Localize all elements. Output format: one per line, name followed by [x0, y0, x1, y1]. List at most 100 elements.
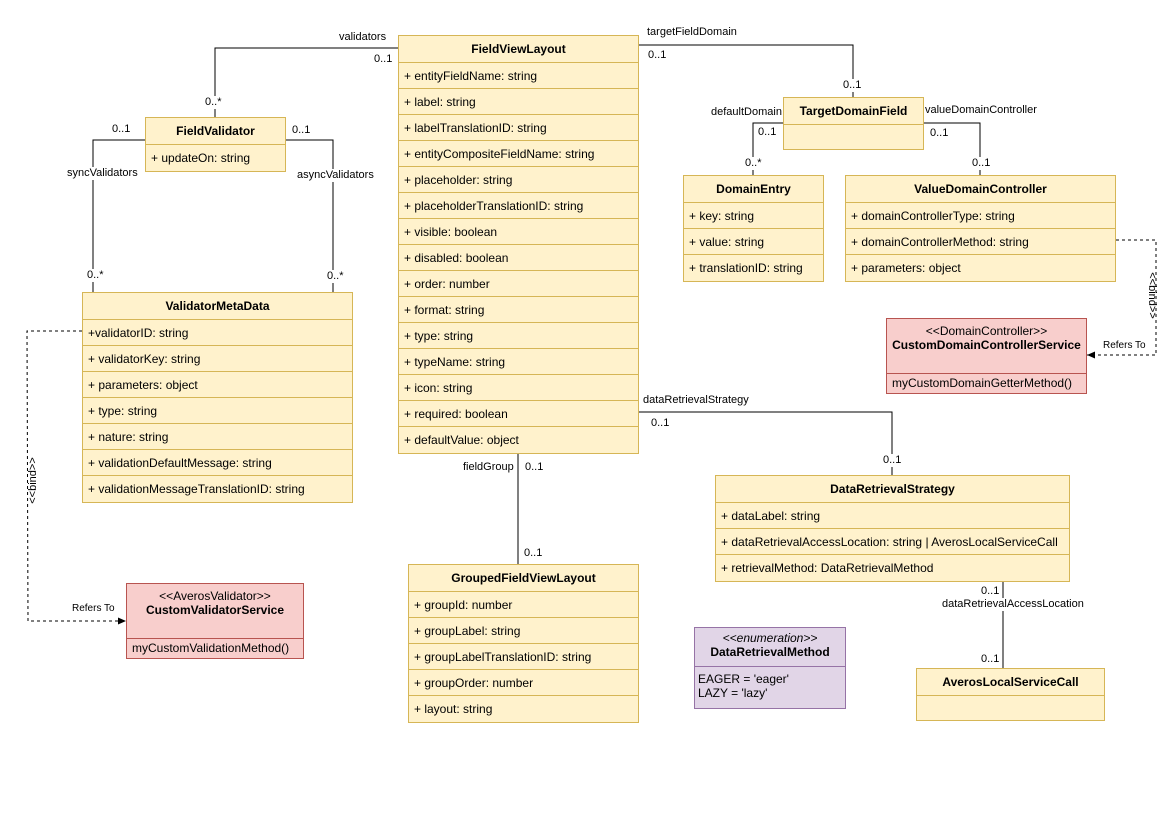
class-attribute: + groupOrder: number — [409, 670, 638, 696]
grouped-field-view-layout-title: GroupedFieldViewLayout — [409, 565, 638, 592]
class-attribute: + labelTranslationID: string — [399, 115, 638, 141]
service-name: CustomValidatorService — [145, 603, 285, 617]
value-domain-controller-title: ValueDomainController — [846, 176, 1115, 203]
service-header: <<AverosValidator>> CustomValidatorServi… — [127, 584, 303, 639]
class-attribute: + groupLabel: string — [409, 618, 638, 644]
class-attribute: + dataLabel: string — [716, 503, 1069, 529]
sync-validators-association — [92, 140, 145, 292]
class-attribute: + validationMessageTranslationID: string — [88, 482, 305, 496]
async-validators-target-multiplicity: 0..* — [327, 270, 344, 283]
service-method: myCustomValidationMethod() — [132, 641, 290, 655]
averos-local-service-call-title: AverosLocalServiceCall — [917, 669, 1104, 696]
class-attribute: + typeName: string — [399, 349, 638, 375]
target-field-domain-association — [638, 45, 854, 97]
class-attribute: + type: string — [83, 398, 352, 424]
enumeration-literal: EAGER = 'eager' — [698, 672, 789, 686]
sync-validators-role-label: syncValidators — [67, 167, 138, 180]
class-attribute: + value: string — [684, 229, 823, 255]
class-attribute: + layout: string — [414, 702, 493, 716]
service-stereotype: <<DomainController>> — [925, 324, 1048, 338]
custom-validator-service[interactable]: <<AverosValidator>> CustomValidatorServi… — [126, 583, 304, 659]
sync-validators-source-multiplicity: 0..1 — [112, 123, 131, 136]
validator-refers-to-label: Refers To — [72, 602, 115, 615]
domain-controller-bind-stereotype: <<bind>> — [1145, 272, 1158, 319]
class-attribute: + key: string — [684, 203, 823, 229]
async-validators-role-label: asyncValidators — [297, 169, 374, 182]
domain-entry-class[interactable]: DomainEntry + key: string + value: strin… — [683, 175, 824, 282]
field-validator-class[interactable]: FieldValidator + updateOn: string — [145, 117, 286, 172]
data-retrieval-strategy-class[interactable]: DataRetrievalStrategy + dataLabel: strin… — [715, 475, 1070, 582]
class-attribute: + nature: string — [83, 424, 352, 450]
field-group-role-label: fieldGroup — [463, 461, 514, 474]
class-attribute: + placeholder: string — [399, 167, 638, 193]
value-domain-controller-role-label: valueDomainController — [925, 104, 1037, 117]
value-domain-controller-class[interactable]: ValueDomainController + domainController… — [845, 175, 1116, 282]
default-domain-source-multiplicity: 0..1 — [758, 126, 777, 139]
default-domain-target-multiplicity: 0..* — [745, 157, 762, 170]
enumeration-literal: LAZY = 'lazy' — [698, 686, 768, 700]
class-attribute: + entityCompositeFieldName: string — [399, 141, 638, 167]
data-retrieval-strategy-title: DataRetrievalStrategy — [716, 476, 1069, 503]
data-retrieval-access-location-source-multiplicity: 0..1 — [981, 585, 1000, 598]
enumeration-stereotype: <<enumeration>> — [722, 631, 818, 645]
class-attribute: + order: number — [399, 271, 638, 297]
default-domain-role-label: defaultDomain — [711, 106, 782, 119]
validator-bind-stereotype: <<bind>> — [26, 457, 39, 504]
domain-entry-title: DomainEntry — [684, 176, 823, 203]
service-name: CustomDomainControllerService — [892, 338, 1081, 352]
target-domain-field-class[interactable]: TargetDomainField — [783, 97, 924, 150]
class-attribute: + dataRetrievalAccessLocation: string | … — [716, 529, 1069, 555]
domain-controller-bind-dependency — [1087, 239, 1157, 359]
sync-validators-target-multiplicity: 0..* — [87, 269, 104, 282]
domain-controller-refers-to-label: Refers To — [1103, 339, 1146, 352]
data-retrieval-method-enumeration[interactable]: <<enumeration>> DataRetrievalMethod EAGE… — [694, 627, 846, 709]
service-method: myCustomDomainGetterMethod() — [892, 376, 1073, 390]
class-attribute: + translationID: string — [689, 261, 803, 275]
data-retrieval-strategy-association — [638, 412, 893, 475]
data-retrieval-strategy-source-multiplicity: 0..1 — [651, 417, 670, 430]
field-view-layout-title: FieldViewLayout — [399, 36, 638, 63]
validator-meta-data-title: ValidatorMetaData — [83, 293, 352, 320]
target-field-domain-role-label: targetFieldDomain — [647, 26, 737, 39]
class-attribute: + icon: string — [399, 375, 638, 401]
class-attribute: + domainControllerMethod: string — [846, 229, 1115, 255]
field-view-layout-class[interactable]: FieldViewLayout + entityFieldName: strin… — [398, 35, 639, 454]
service-header: <<DomainController>> CustomDomainControl… — [887, 319, 1086, 374]
class-attribute: + format: string — [399, 297, 638, 323]
enumeration-name: DataRetrievalMethod — [710, 645, 830, 659]
target-field-domain-target-multiplicity: 0..1 — [843, 79, 862, 92]
class-attribute: + retrievalMethod: DataRetrievalMethod — [721, 561, 934, 575]
value-domain-controller-target-multiplicity: 0..1 — [972, 157, 991, 170]
data-retrieval-strategy-target-multiplicity: 0..1 — [883, 454, 902, 467]
service-stereotype: <<AverosValidator>> — [159, 589, 271, 603]
class-attribute: + parameters: object — [83, 372, 352, 398]
data-retrieval-strategy-role-label: dataRetrievalStrategy — [643, 394, 749, 407]
validator-meta-data-class[interactable]: ValidatorMetaData +validatorID: string +… — [82, 292, 353, 503]
custom-domain-controller-service[interactable]: <<DomainController>> CustomDomainControl… — [886, 318, 1087, 394]
validator-bind-dependency — [26, 330, 126, 625]
data-retrieval-access-location-role-label: dataRetrievalAccessLocation — [942, 598, 1084, 611]
class-attribute: + validatorKey: string — [83, 346, 352, 372]
validators-target-multiplicity: 0..* — [205, 96, 222, 109]
class-attribute: + updateOn: string — [151, 151, 251, 165]
validators-association — [214, 48, 398, 117]
data-retrieval-access-location-target-multiplicity: 0..1 — [981, 653, 1000, 666]
field-group-target-multiplicity: 0..1 — [524, 547, 543, 560]
averos-local-service-call-class[interactable]: AverosLocalServiceCall — [916, 668, 1105, 721]
class-attribute: + required: boolean — [399, 401, 638, 427]
validators-source-multiplicity: 0..1 — [374, 53, 393, 66]
class-attribute: + groupId: number — [409, 592, 638, 618]
async-validators-association — [285, 140, 334, 292]
class-attribute: + validationDefaultMessage: string — [83, 450, 352, 476]
class-attribute: +validatorID: string — [83, 320, 352, 346]
class-attribute: + groupLabelTranslationID: string — [409, 644, 638, 670]
class-attribute: + type: string — [399, 323, 638, 349]
class-attribute: + entityFieldName: string — [399, 63, 638, 89]
target-domain-field-title: TargetDomainField — [784, 98, 923, 125]
grouped-field-view-layout-class[interactable]: GroupedFieldViewLayout + groupId: number… — [408, 564, 639, 723]
class-attribute: + defaultValue: object — [404, 433, 519, 447]
value-domain-controller-source-multiplicity: 0..1 — [930, 127, 949, 140]
class-attribute: + parameters: object — [851, 261, 961, 275]
target-field-domain-source-multiplicity: 0..1 — [648, 49, 667, 62]
field-group-source-multiplicity: 0..1 — [525, 461, 544, 474]
